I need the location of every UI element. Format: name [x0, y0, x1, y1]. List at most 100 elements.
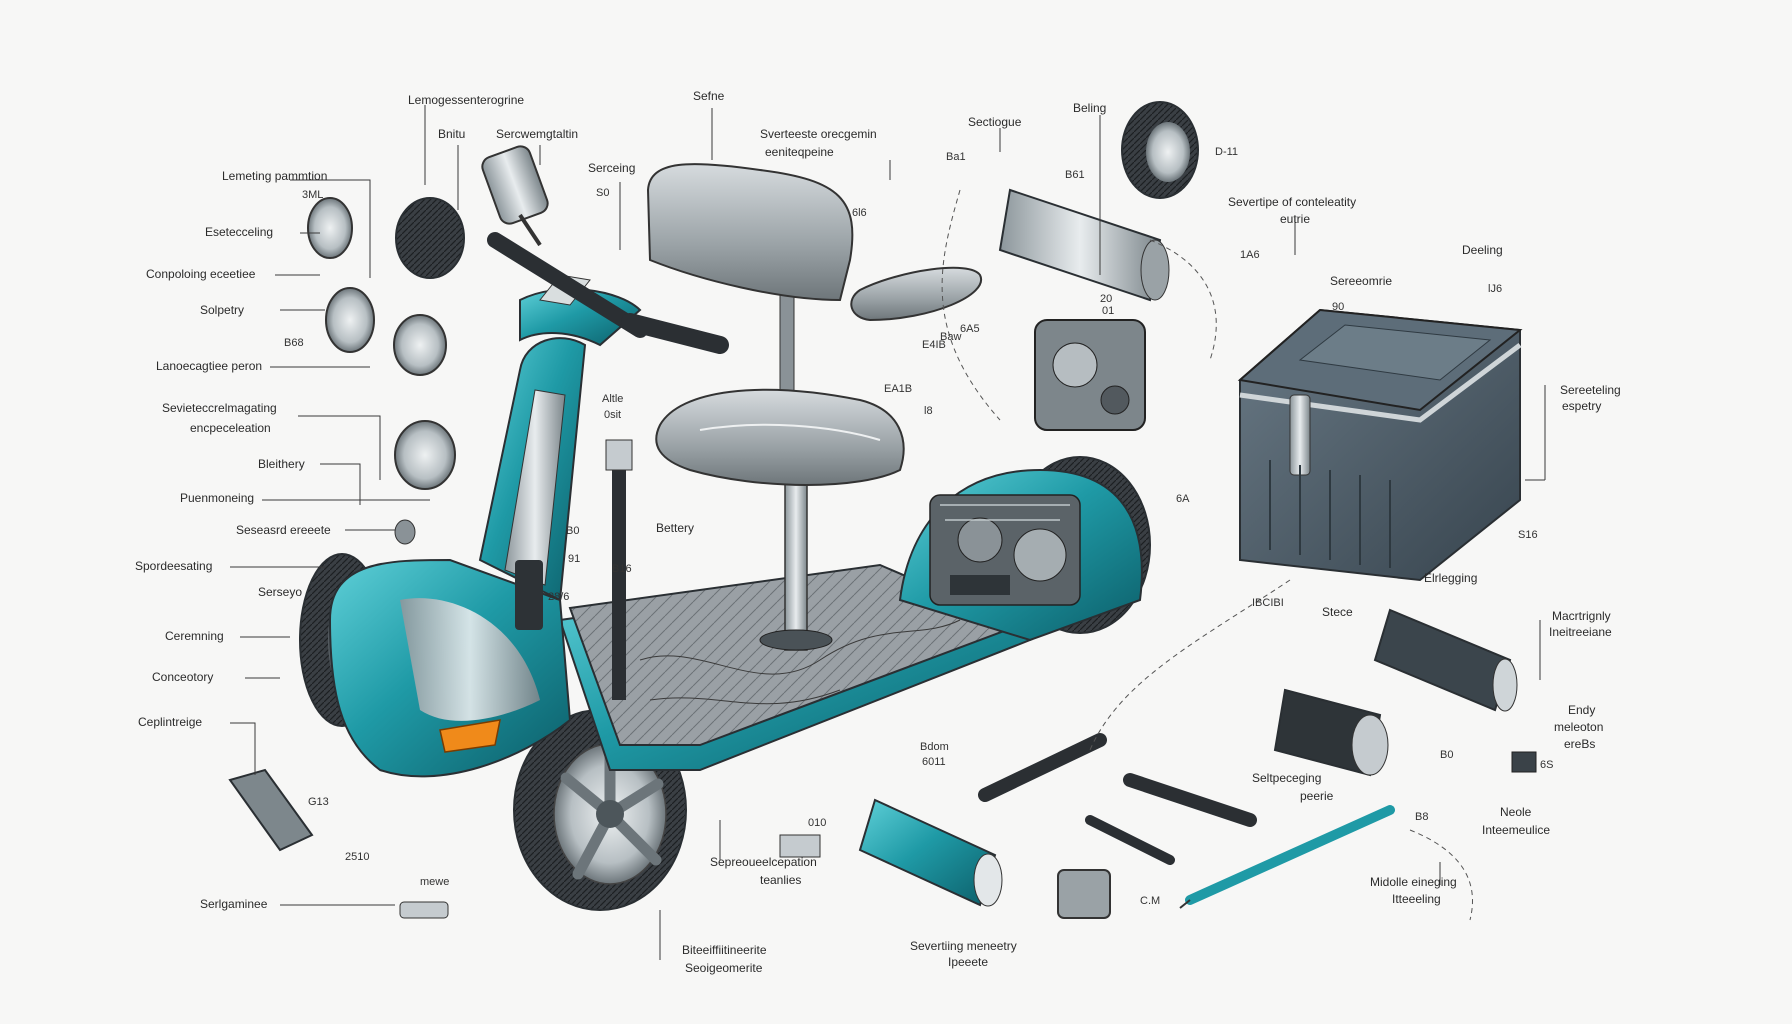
label-center-3: Bettery	[656, 521, 694, 535]
label-right-13: Ineitreeiane	[1549, 625, 1612, 639]
label-bottom-3: Biteeiffiitineerite	[682, 943, 767, 957]
labels-bottom: Sepreoueelcepation teanlies Biteeiffiiti…	[682, 741, 1160, 975]
labels-left: Lemeting pammtion 3ML Esetecceling Conpo…	[135, 169, 449, 911]
label-left-15: Ceremning	[165, 629, 224, 643]
label-center-15: 010	[808, 817, 826, 829]
label-left-18: Serlgaminee	[200, 897, 268, 911]
mirror	[481, 145, 549, 225]
label-bottom-5: Bdom	[920, 741, 949, 753]
label-top-10: Beling	[1073, 101, 1106, 115]
label-top-9: Sectiogue	[968, 115, 1022, 129]
label-right-23: Midolle eineging	[1370, 875, 1457, 889]
label-right-10: S16	[1518, 529, 1538, 541]
label-right-7: lJ6	[1488, 283, 1502, 295]
handlebar	[481, 145, 729, 354]
label-right-27: B8	[1415, 811, 1428, 823]
cylinder-part-right	[1373, 608, 1518, 712]
label-left-5: Solpetry	[200, 303, 244, 317]
label-left-7: Lanoecagtiee peron	[156, 359, 262, 373]
label-bottom-2: teanlies	[760, 873, 801, 887]
motor-part-right	[1273, 688, 1389, 777]
label-right-11: Elrlegging	[1424, 571, 1477, 585]
floor-plate-left	[228, 768, 314, 852]
label-right-22: Inteemeulice	[1482, 823, 1550, 837]
label-center-2: 0sit	[604, 409, 621, 421]
label-right-25: B0	[1440, 749, 1453, 761]
loose-wheel-top	[1121, 101, 1199, 199]
label-right-1: Severtipe of conteleatity	[1228, 195, 1356, 209]
battery-cylinder-top	[998, 188, 1170, 302]
label-left-8: Sevieteccrelmagating	[162, 401, 277, 415]
label-right-19: Seltpeceging	[1252, 771, 1321, 785]
label-right-9: espetry	[1562, 399, 1601, 413]
armrest	[850, 266, 983, 322]
label-bottom-6: 6011	[922, 756, 946, 768]
label-center-13: 01	[1102, 305, 1114, 317]
label-top-1: Lemogessenterogrine	[408, 93, 524, 107]
labels-top: Lemogessenterogrine Bnitu Sercwemgtaltin…	[408, 89, 1238, 219]
label-bottom-4: Seoigeomerite	[685, 961, 763, 975]
label-right-8: Sereeteling	[1560, 383, 1621, 397]
label-left-12: Seseasrd ereeete	[236, 523, 331, 537]
label-top-2: Bnitu	[438, 127, 465, 141]
label-center-1: Altle	[602, 393, 623, 405]
label-top-7: Sverteeste orecgemin	[760, 127, 877, 141]
label-bottom-9: C.M	[1140, 895, 1160, 907]
label-center-7: 28/6	[548, 591, 569, 603]
seat-post-tall	[605, 439, 633, 700]
front-shroud	[328, 558, 572, 778]
label-left-11: Puenmoneing	[180, 491, 254, 505]
labels-center: Altle 0sit Bettery B0 91 B16 28/6 EA1B 6…	[548, 293, 1190, 829]
label-center-4: B0	[566, 525, 579, 537]
labels-right: Severtipe of conteleatity eutrie 1A6 Ser…	[1228, 195, 1621, 906]
label-bottom-8: Ipeeete	[948, 955, 988, 969]
teal-battery-tube	[858, 798, 1003, 907]
label-left-2: 3ML	[302, 189, 323, 201]
label-left-4: Conpoloing eceetiee	[146, 267, 256, 281]
headlight	[439, 719, 501, 753]
label-right-20: peerie	[1300, 789, 1334, 803]
small-tools	[399, 733, 1537, 919]
label-top-3: Sercwemgtaltin	[496, 127, 578, 141]
label-right-5: 90	[1332, 301, 1344, 313]
leader-lines	[230, 105, 1546, 960]
label-left-20: 2510	[345, 851, 369, 863]
label-center-6: B16	[612, 563, 632, 575]
label-top-8: eeniteqpeine	[765, 145, 834, 159]
label-center-10: Baw	[940, 331, 961, 343]
engine-assembly	[1034, 319, 1146, 431]
label-center-9: 6A5	[960, 323, 980, 335]
label-top-5: S0	[596, 187, 609, 199]
label-left-16: Conceotory	[152, 670, 213, 684]
label-right-4: Sereeomrie	[1330, 274, 1392, 288]
label-right-14: Endy	[1568, 703, 1595, 717]
label-center-11: E4IB	[922, 339, 946, 351]
label-center-16: 6A	[1176, 493, 1190, 505]
label-left-13: Spordeesating	[135, 559, 212, 573]
label-left-1: Lemeting pammtion	[222, 169, 327, 183]
seat	[646, 163, 905, 651]
label-right-26: 6S	[1540, 759, 1553, 771]
label-top-12: D-11	[1215, 146, 1238, 158]
label-top-6: Sefne	[693, 89, 725, 103]
label-right-24: Itteeeling	[1392, 892, 1441, 906]
scooter-deck	[558, 563, 1033, 771]
label-left-9: encpeceleation	[190, 421, 271, 435]
label-top-4: Serceing	[588, 161, 635, 175]
label-right-17: IBCIBI	[1252, 597, 1284, 609]
pen-tool	[1179, 805, 1395, 909]
label-top-14: 6l6	[852, 207, 867, 219]
label-left-6: B68	[284, 337, 304, 349]
seat-cushion	[655, 388, 905, 486]
label-left-21: mewe	[420, 876, 449, 888]
label-right-2: eutrie	[1280, 212, 1310, 226]
label-left-19: G13	[308, 796, 329, 808]
label-right-12: Macrtrignly	[1552, 609, 1611, 623]
label-center-8: EA1B	[884, 383, 912, 395]
label-right-16: ereBs	[1564, 737, 1595, 751]
label-right-15: meleoton	[1554, 720, 1603, 734]
small-wheels-left	[307, 197, 465, 545]
label-center-5: 91	[568, 553, 580, 565]
seat-backrest	[646, 163, 854, 302]
